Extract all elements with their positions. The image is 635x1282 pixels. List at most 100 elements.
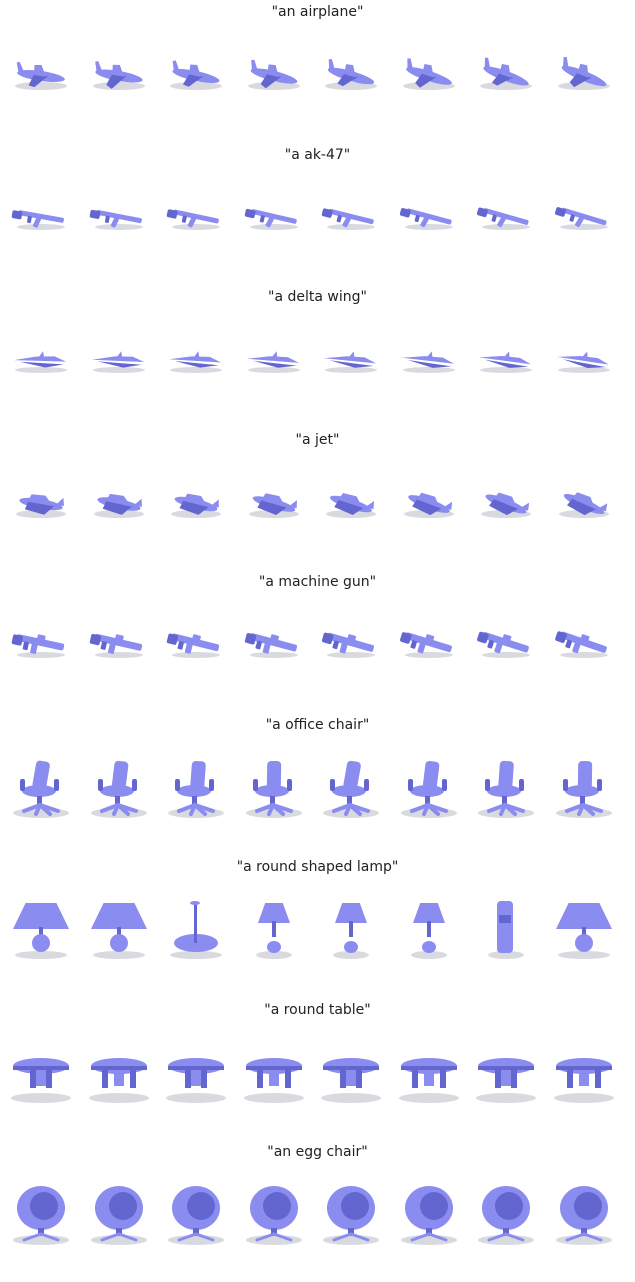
- sample-strip: [0, 466, 635, 566]
- sample-strip: [0, 893, 635, 993]
- shape-render-plane: [84, 38, 154, 108]
- shape-render-officechair: [316, 751, 386, 821]
- shape-render-eggchair: [84, 1178, 154, 1248]
- shape-render-lamp: [161, 893, 231, 963]
- shape-render-rifle: [84, 181, 154, 251]
- shape-render-eggchair: [394, 1178, 464, 1248]
- sample-strip: [0, 181, 635, 281]
- shape-render-plane: [161, 38, 231, 108]
- prompt-row: "a jet": [0, 428, 635, 570]
- shape-render-rifle: [239, 181, 309, 251]
- shape-render-officechair: [549, 751, 619, 821]
- shape-render-table: [549, 1036, 619, 1106]
- shape-render-eggchair: [239, 1178, 309, 1248]
- shape-render-rifle: [6, 181, 76, 251]
- shape-render-rifle: [471, 181, 541, 251]
- shape-render-plane: [239, 38, 309, 108]
- shape-render-officechair: [161, 751, 231, 821]
- shape-render-plane: [549, 38, 619, 108]
- shape-render-mgun: [549, 608, 619, 678]
- shape-render-table: [161, 1036, 231, 1106]
- prompt-row: "a round shaped lamp": [0, 855, 635, 997]
- prompt-row: "an airplane": [0, 0, 635, 142]
- shape-render-lamp: [6, 893, 76, 963]
- shape-render-lamp: [239, 893, 309, 963]
- shape-render-delta: [316, 323, 386, 393]
- prompt-row: "a ak-47": [0, 143, 635, 285]
- shape-render-lamp: [84, 893, 154, 963]
- shape-render-table: [6, 1036, 76, 1106]
- sample-strip: [0, 38, 635, 138]
- sample-strip: [0, 1178, 635, 1278]
- prompt-row: "a machine gun": [0, 570, 635, 712]
- shape-render-jet: [394, 466, 464, 536]
- shape-render-lamp: [394, 893, 464, 963]
- sample-strip: [0, 1036, 635, 1136]
- prompt-caption: "a jet": [295, 432, 340, 448]
- prompt-row: "a round table": [0, 998, 635, 1140]
- shape-render-delta: [161, 323, 231, 393]
- shape-render-jet: [84, 466, 154, 536]
- sample-strip: [0, 608, 635, 708]
- shape-render-lamp: [471, 893, 541, 963]
- shape-render-jet: [6, 466, 76, 536]
- shape-render-mgun: [84, 608, 154, 678]
- shape-render-mgun: [6, 608, 76, 678]
- shape-render-mgun: [316, 608, 386, 678]
- sample-strip: [0, 323, 635, 423]
- prompt-row: "an egg chair": [0, 1140, 635, 1282]
- shape-render-mgun: [161, 608, 231, 678]
- shape-render-jet: [316, 466, 386, 536]
- shape-render-delta: [394, 323, 464, 393]
- shape-render-delta: [549, 323, 619, 393]
- shape-render-rifle: [161, 181, 231, 251]
- shape-render-mgun: [394, 608, 464, 678]
- shape-render-table: [239, 1036, 309, 1106]
- shape-render-table: [316, 1036, 386, 1106]
- shape-render-table: [84, 1036, 154, 1106]
- shape-render-rifle: [316, 181, 386, 251]
- shape-render-delta: [6, 323, 76, 393]
- prompt-caption: "a round shaped lamp": [236, 859, 399, 875]
- prompt-caption: "an egg chair": [267, 1144, 368, 1160]
- shape-render-table: [471, 1036, 541, 1106]
- prompt-caption: "a delta wing": [268, 289, 367, 305]
- shape-render-delta: [84, 323, 154, 393]
- shape-render-officechair: [239, 751, 309, 821]
- shape-render-eggchair: [316, 1178, 386, 1248]
- shape-render-eggchair: [471, 1178, 541, 1248]
- prompt-caption: "a ak-47": [284, 147, 351, 163]
- shape-render-mgun: [239, 608, 309, 678]
- shape-render-officechair: [394, 751, 464, 821]
- shape-render-delta: [239, 323, 309, 393]
- prompt-caption: "an airplane": [271, 4, 364, 20]
- shape-render-officechair: [6, 751, 76, 821]
- shape-render-eggchair: [6, 1178, 76, 1248]
- prompt-caption: "a round table": [264, 1002, 371, 1018]
- shape-render-officechair: [471, 751, 541, 821]
- shape-render-delta: [471, 323, 541, 393]
- shape-render-rifle: [549, 181, 619, 251]
- prompt-row: "a delta wing": [0, 285, 635, 427]
- shape-render-rifle: [394, 181, 464, 251]
- shape-render-plane: [6, 38, 76, 108]
- shape-render-plane: [471, 38, 541, 108]
- shape-render-table: [394, 1036, 464, 1106]
- shape-render-eggchair: [549, 1178, 619, 1248]
- shape-render-jet: [471, 466, 541, 536]
- shape-render-mgun: [471, 608, 541, 678]
- shape-render-jet: [239, 466, 309, 536]
- sample-strip: [0, 751, 635, 851]
- prompt-row: "a office chair": [0, 713, 635, 855]
- prompt-caption: "a machine gun": [258, 574, 377, 590]
- shape-render-lamp: [316, 893, 386, 963]
- shape-render-lamp: [549, 893, 619, 963]
- shape-render-plane: [316, 38, 386, 108]
- shape-render-plane: [394, 38, 464, 108]
- shape-render-jet: [549, 466, 619, 536]
- prompt-caption: "a office chair": [265, 717, 370, 733]
- shape-render-officechair: [84, 751, 154, 821]
- shape-render-jet: [161, 466, 231, 536]
- shape-render-eggchair: [161, 1178, 231, 1248]
